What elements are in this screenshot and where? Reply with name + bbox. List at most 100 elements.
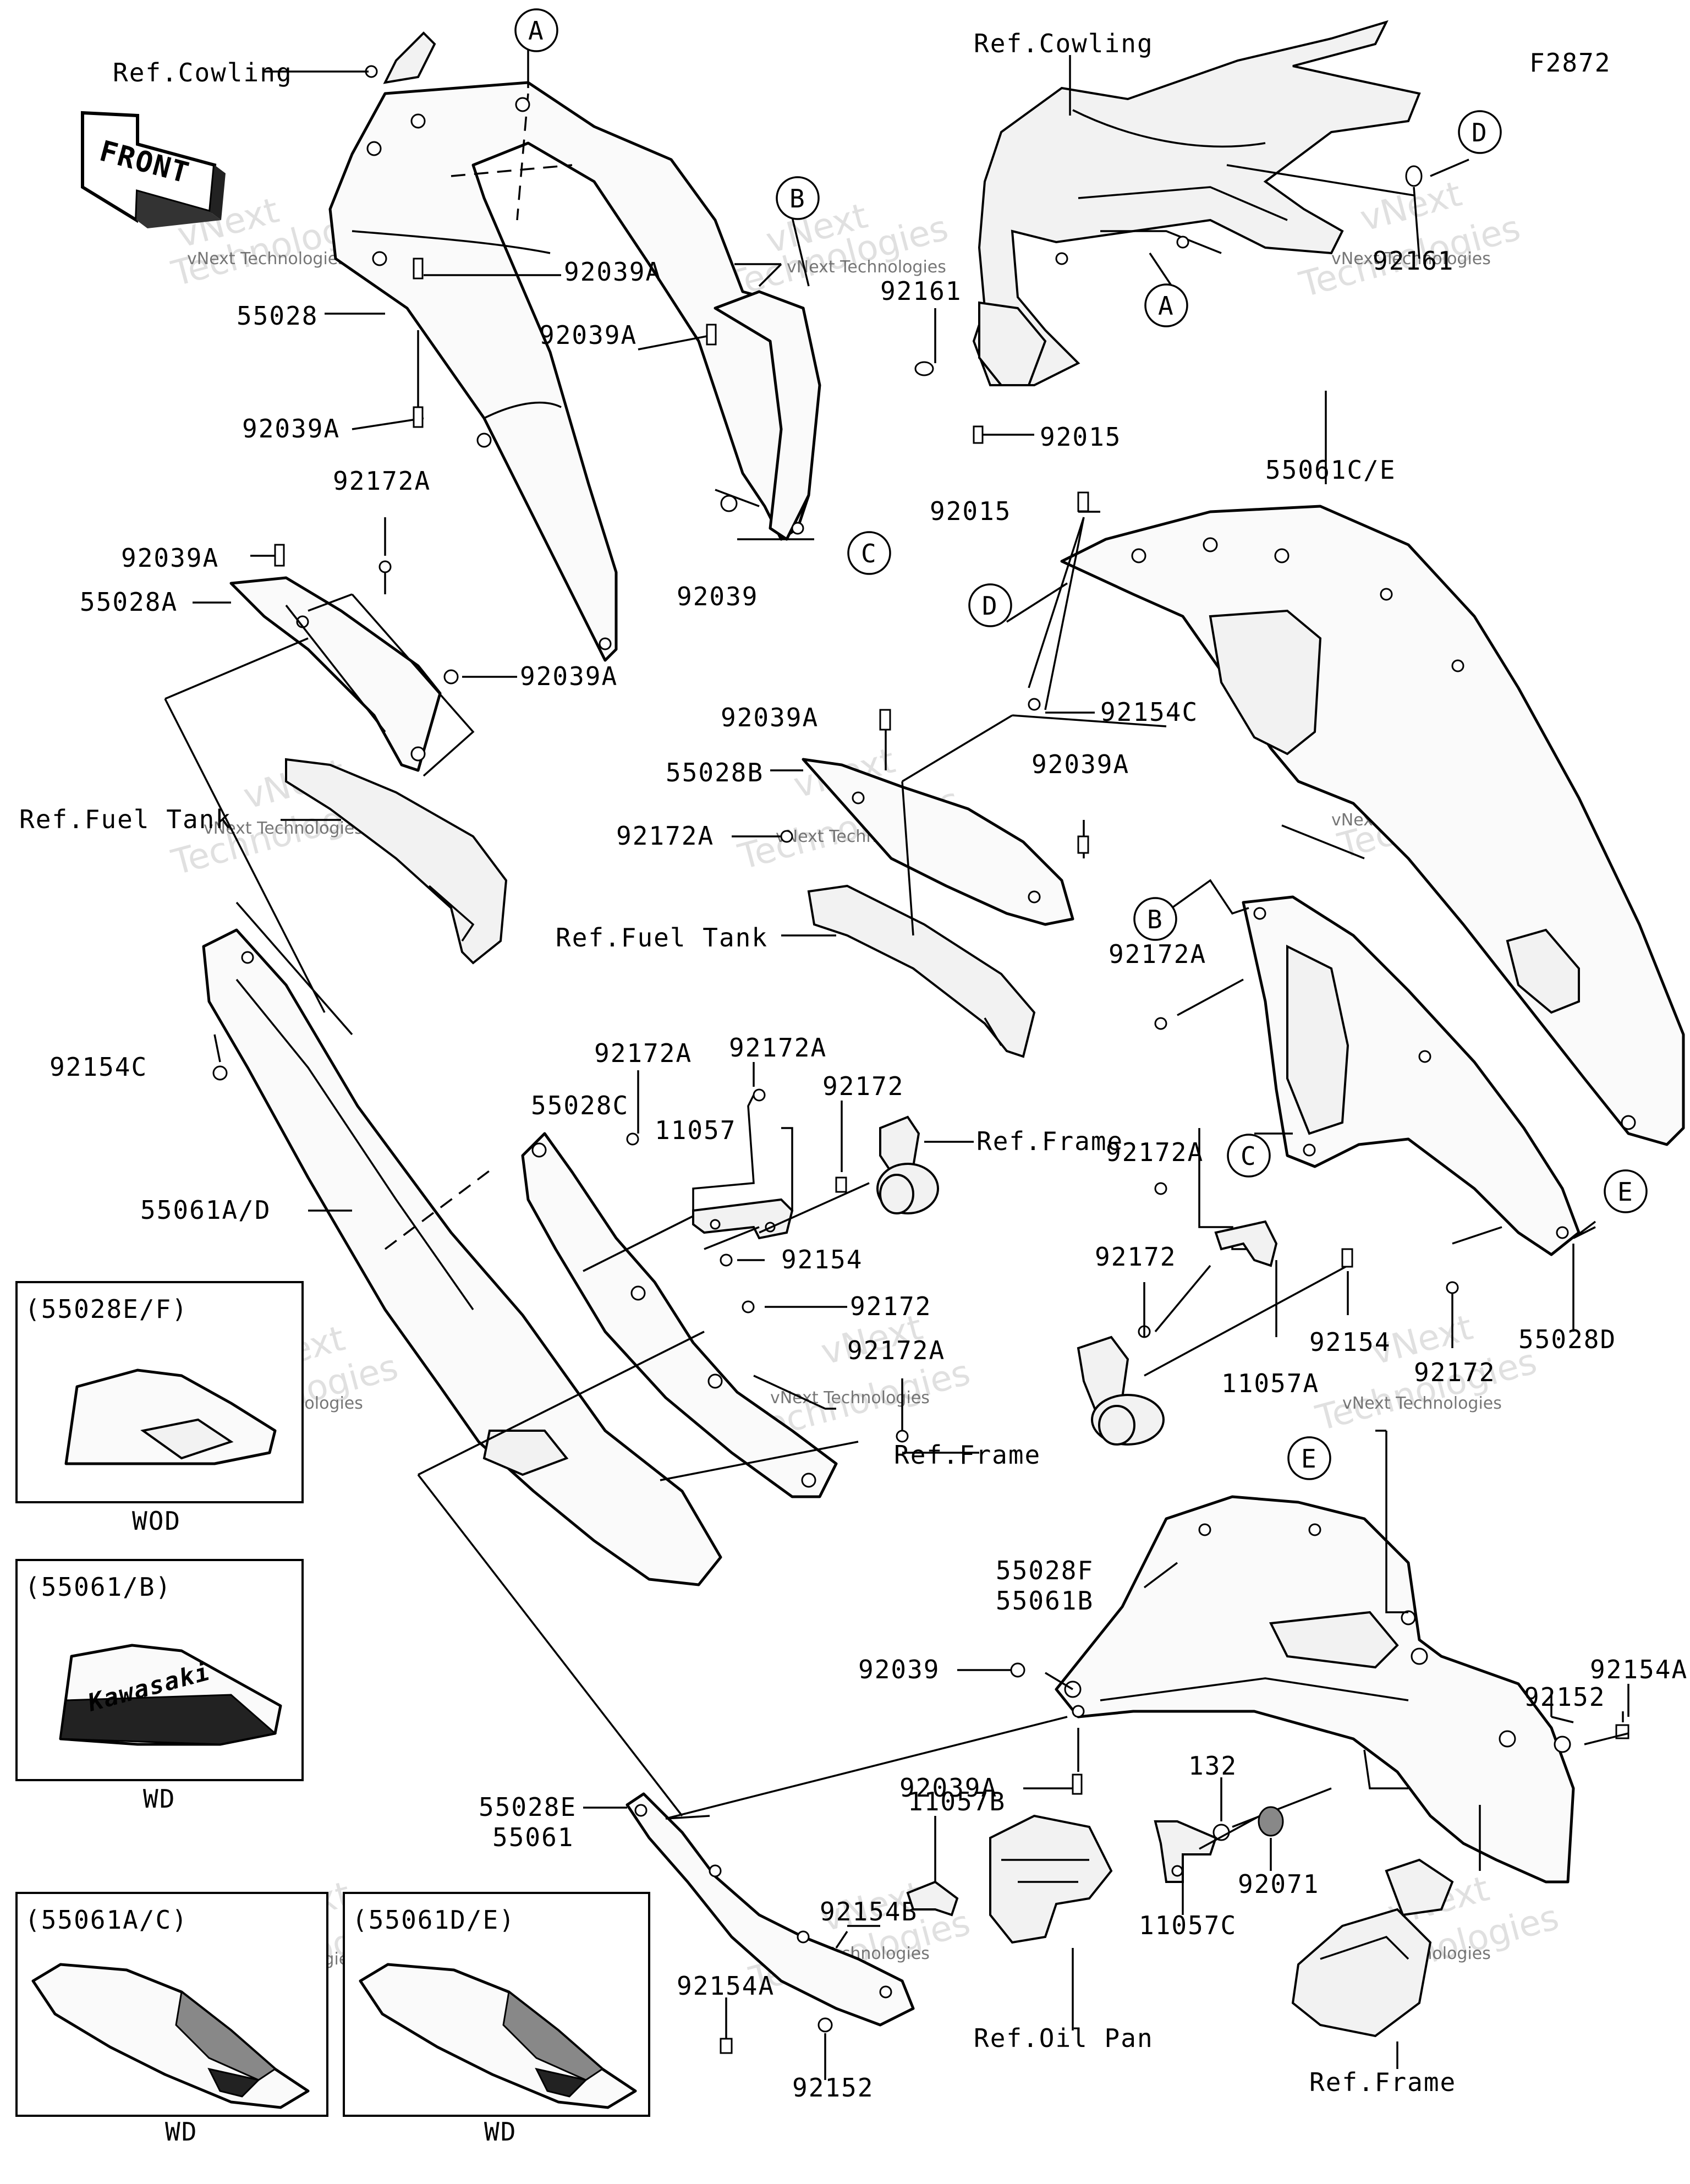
variant-caption: WD bbox=[484, 2117, 517, 2147]
callout-E-label-2: E bbox=[1301, 1444, 1318, 1474]
label-ref-cowling-right: Ref.Cowling bbox=[974, 29, 1154, 58]
label-92154C-left: 92154C bbox=[50, 1052, 147, 1082]
variant-title: (55028E/F) bbox=[25, 1294, 188, 1324]
callout-B-right bbox=[1133, 897, 1177, 941]
variant-title: (55061A/C) bbox=[25, 1905, 188, 1935]
label-92172A-e: 92172A bbox=[616, 821, 714, 851]
ref-frame-right bbox=[1077, 1335, 1165, 1446]
label-92172A-a: 92172A bbox=[333, 466, 431, 496]
label-55028B: 55028B bbox=[666, 758, 764, 787]
watermark-full: vNext Technologies bbox=[770, 1388, 930, 1408]
part-55028-panel bbox=[328, 81, 816, 662]
callout-C-right bbox=[1227, 1134, 1271, 1178]
variant-caption: WOD bbox=[132, 1506, 181, 1536]
label-ref-frame-center-2: Ref.Frame bbox=[894, 1440, 1041, 1470]
part-55028E-55061 bbox=[625, 1792, 915, 2027]
label-55028E: 55028E bbox=[479, 1792, 577, 1822]
callout-B-label: B bbox=[789, 184, 806, 214]
label-55028A: 55028A bbox=[80, 587, 178, 617]
label-92154B: 92154B bbox=[820, 1897, 918, 1926]
variant-title: (55061/B) bbox=[25, 1572, 172, 1602]
callout-D-right bbox=[968, 583, 1012, 627]
variant-box-55061AC: (55061A/C) WD bbox=[15, 1892, 328, 2147]
callout-A-right bbox=[1144, 283, 1188, 327]
variant-box-55028EF: (55028E/F) WOD bbox=[15, 1281, 304, 1536]
watermark-full: vNext Technologies bbox=[1342, 1394, 1502, 1413]
label-ref-frame-lower: Ref.Frame bbox=[1309, 2067, 1456, 2097]
label-92015-b: 92015 bbox=[930, 496, 1011, 526]
callout-D-label: D bbox=[1472, 118, 1488, 147]
label-92154-b: 92154 bbox=[1309, 1327, 1391, 1357]
label-92154A-lower: 92154A bbox=[677, 1971, 775, 2001]
ref-fuel-tank-left bbox=[285, 758, 508, 965]
label-92172A-f: 92172A bbox=[1109, 939, 1206, 969]
callout-A-label: A bbox=[528, 16, 545, 46]
label-92039A-f: 92039A bbox=[721, 703, 819, 732]
front-arrow: FRONT bbox=[81, 111, 226, 228]
part-55028D bbox=[1242, 895, 1581, 1256]
label-11057: 11057 bbox=[655, 1115, 736, 1145]
part-55061AD bbox=[202, 928, 722, 1586]
label-92039A-e: 92039A bbox=[520, 661, 618, 691]
label-132: 132 bbox=[1188, 1751, 1237, 1781]
label-92039A-h: 92039A bbox=[899, 1773, 997, 1803]
variant-title: (55061D/E) bbox=[352, 1905, 515, 1935]
label-55061AD: 55061A/D bbox=[140, 1195, 271, 1225]
label-92154C-right: 92154C bbox=[1100, 697, 1198, 727]
label-11057B: 11057B bbox=[908, 1787, 1006, 1816]
variant-box-55061B: (55061/B) Kawasaki WD bbox=[15, 1559, 304, 1814]
label-11057C: 11057C bbox=[1139, 1911, 1237, 1940]
callout-B-label-2: B bbox=[1147, 905, 1164, 934]
label-92152-lower: 92152 bbox=[792, 2073, 874, 2103]
label-92039-top: 92039 bbox=[677, 582, 758, 611]
label-92172A-g: 92172A bbox=[1106, 1137, 1204, 1167]
label-11057A: 11057A bbox=[1221, 1369, 1319, 1398]
label-92161-left: 92161 bbox=[880, 276, 962, 306]
watermark-full: vNext Technologies bbox=[1331, 249, 1491, 269]
callout-D-label-2: D bbox=[982, 591, 998, 621]
callout-A-label-2: A bbox=[1158, 291, 1175, 321]
label-55028D: 55028D bbox=[1518, 1324, 1616, 1354]
label-92161-right: 92161 bbox=[1373, 246, 1454, 276]
variant-caption: WD bbox=[143, 1784, 175, 1814]
watermark-full: vNext Technologies bbox=[787, 258, 946, 277]
label-92015-a: 92015 bbox=[1040, 422, 1121, 452]
label-ref-fuel-tank-left: Ref.Fuel Tank bbox=[19, 804, 232, 834]
part-55028C bbox=[521, 1132, 838, 1498]
label-55028: 55028 bbox=[237, 301, 318, 331]
label-92039A-c: 92039A bbox=[242, 414, 340, 444]
variant-caption: WD bbox=[165, 2117, 197, 2147]
ref-cowling-bracket bbox=[365, 31, 436, 84]
label-92154-a: 92154 bbox=[781, 1245, 863, 1274]
label-92039A-a: 92039A bbox=[564, 257, 662, 287]
label-92172A-b: 92172A bbox=[594, 1038, 692, 1068]
ref-cowling-assembly bbox=[972, 20, 1421, 386]
label-92039A-d: 92039A bbox=[121, 543, 219, 573]
label-ref-cowling-left: Ref.Cowling bbox=[113, 58, 293, 87]
ref-frame-center bbox=[876, 1115, 939, 1214]
part-55028F-55061B bbox=[1055, 1495, 1575, 1884]
ref-frame-lower bbox=[1291, 1858, 1454, 2038]
part-11057A bbox=[1214, 1220, 1278, 1267]
label-ref-frame-center: Ref.Frame bbox=[976, 1126, 1123, 1156]
label-55028F: 55028F bbox=[996, 1556, 1094, 1585]
part-11057 bbox=[692, 1198, 794, 1240]
screws-upper bbox=[413, 258, 738, 512]
callout-B-top bbox=[776, 176, 820, 220]
label-92071: 92071 bbox=[1238, 1869, 1319, 1899]
callout-C-label-2: C bbox=[1241, 1141, 1257, 1171]
label-92172-c: 92172 bbox=[1095, 1242, 1176, 1272]
label-92172A-c: 92172A bbox=[729, 1033, 827, 1063]
label-ref-fuel-tank-center: Ref.Fuel Tank bbox=[556, 923, 768, 953]
label-92172-d: 92172 bbox=[1414, 1358, 1495, 1387]
label-92172-b: 92172 bbox=[850, 1291, 931, 1321]
callout-E-label: E bbox=[1617, 1177, 1634, 1207]
label-92154A-right: 92154A bbox=[1590, 1655, 1688, 1684]
label-92172A-d: 92172A bbox=[847, 1335, 945, 1365]
callout-E-lower bbox=[1287, 1436, 1331, 1480]
watermark-full: vNext Technologies bbox=[187, 249, 347, 269]
part-panel-strip bbox=[714, 290, 821, 541]
part-55028A bbox=[229, 576, 442, 772]
callout-C-label: C bbox=[861, 539, 877, 568]
